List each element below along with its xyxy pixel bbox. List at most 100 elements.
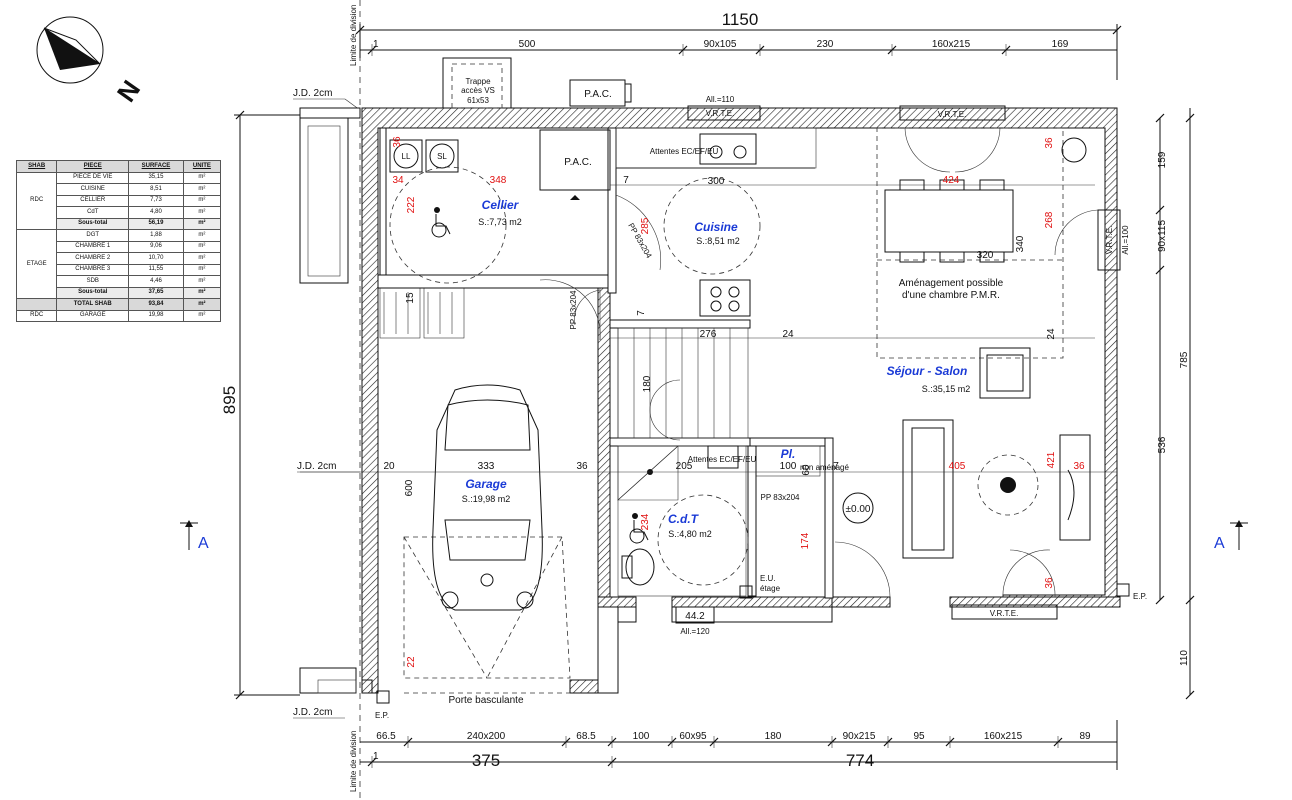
- jd-label-bottom: J.D. 2cm: [293, 707, 332, 718]
- garage-room: Garage S.:19,98 m2 Porte basculante E.P.…: [375, 289, 601, 720]
- interior-dim-red: 424: [943, 175, 960, 186]
- interior-dim: 333: [478, 461, 495, 472]
- section-label-right: A: [1214, 535, 1225, 552]
- dimension-tick: [1185, 690, 1195, 700]
- trappe-access: Trappe accès VS 61x53: [442, 57, 512, 109]
- pac-indoor-label: P.A.C.: [564, 157, 592, 168]
- legend-level-etage: ETAGE: [15, 229, 58, 299]
- wheelchair-icon: [431, 207, 451, 238]
- cellier-room: LL SL Cellier S.:7,73 m2: [389, 139, 601, 341]
- dimension-tick: [403, 737, 413, 747]
- dimension-tick: [367, 45, 377, 55]
- legend-row-unit: m²: [182, 183, 222, 196]
- dimension-tick: [887, 45, 897, 55]
- dimension-tick: [367, 757, 377, 767]
- bottom-dim: 95: [913, 731, 925, 742]
- garage-name: Garage: [465, 477, 507, 491]
- amenagement-line2: d'une chambre P.M.R.: [902, 290, 1000, 301]
- legend-row-piece: CdT: [56, 206, 130, 219]
- interior-dim: 24: [782, 329, 794, 340]
- garage-area: S.:19,98 m2: [462, 494, 511, 504]
- dimension-tick: [561, 737, 571, 747]
- living-window-bottom-vrte: V.R.T.E.: [990, 609, 1019, 618]
- interior-dim: 15: [405, 292, 416, 304]
- porte-basculante-label: Porte basculante: [448, 695, 523, 706]
- legend-header-piece: PIECE: [56, 160, 130, 173]
- exterior-walls: [299, 107, 1121, 694]
- interior-dim-red: 36: [1073, 461, 1085, 472]
- total-height-dimension: 895: [220, 386, 239, 414]
- limite-division-top: Limite de division: [349, 5, 358, 66]
- bottom-dim: 774: [846, 751, 874, 770]
- dimension-tick: [709, 737, 719, 747]
- interior-dim: 7: [623, 175, 629, 186]
- top-dimensions: 1150 1 500 90x105 230 160x215 169: [355, 10, 1122, 80]
- jd-label-top: J.D. 2cm: [293, 88, 332, 99]
- dimension-tick: [1053, 737, 1063, 747]
- bottom-dim: 180: [765, 731, 782, 742]
- interior-dim: 60: [801, 464, 812, 476]
- bottom-dim: 66.5: [376, 731, 396, 742]
- legend-row-unit: m²: [182, 217, 222, 230]
- interior-dim-red: 22: [406, 656, 417, 668]
- legend-level-rdc: RDC: [15, 171, 58, 230]
- trappe-line1: Trappe: [465, 77, 491, 86]
- top-dim: 160x215: [932, 39, 971, 50]
- top-dim: 169: [1052, 39, 1069, 50]
- sejour-room: Aménagement possible d'une chambre P.M.R…: [834, 127, 1147, 601]
- top-dim: 90x105: [704, 39, 737, 50]
- dimension-tick: [1155, 595, 1165, 605]
- cdt-window-width: 44.2: [685, 611, 705, 622]
- cuisine-area: S.:8,51 m2: [696, 236, 740, 246]
- interior-dim: 320: [977, 250, 994, 261]
- living-window-top-vrte: V.R.T.E.: [938, 110, 967, 119]
- car-icon: [432, 384, 543, 611]
- legend-row-piece: DGT: [56, 229, 130, 242]
- garage-door-size: PP 83x204: [569, 290, 578, 330]
- left-dimensions: 895 J.D. 2cm J.D. 2cm J.D. 2cm: [220, 88, 361, 719]
- legend-row-surface: 1,88: [128, 229, 184, 242]
- legend-row-unit: m²: [182, 194, 222, 207]
- cellier-area: S.:7,73 m2: [478, 217, 522, 227]
- dimension-tick: [945, 737, 955, 747]
- interior-dim-red: 36: [1044, 137, 1055, 149]
- cellier-name: Cellier: [482, 198, 520, 212]
- living-window-right: V.R.T.E. All.=100: [1097, 209, 1130, 271]
- right-total-dim: 785: [1179, 351, 1190, 368]
- dimension-tick: [1001, 45, 1011, 55]
- right-window-vrte: V.R.T.E.: [1105, 226, 1114, 255]
- legend-subtotal-label: Sous-total: [56, 286, 130, 299]
- interior-dimensions-red: 36 34 348 222 285 424 268 405 421 36 36 …: [392, 136, 1085, 668]
- legend-row-piece: GARAGE: [56, 309, 130, 322]
- bottom-dim: 60x95: [679, 731, 707, 742]
- legend-header-unite: UNITE: [182, 160, 222, 173]
- ep-label-right: E.P.: [1133, 592, 1147, 601]
- dimension-tick: [883, 737, 893, 747]
- interior-dim: 24: [1046, 328, 1057, 340]
- placard-door-size: PP 83x204: [761, 493, 801, 502]
- total-width-dimension: 1150: [722, 10, 759, 29]
- cdt-window-sill: All.=120: [680, 627, 710, 636]
- interior-dim: 205: [676, 461, 693, 472]
- dimension-tick: [1155, 113, 1165, 123]
- dimension-tick: [827, 737, 837, 747]
- interior-partitions: [377, 127, 834, 599]
- dimension-tick: [1155, 265, 1165, 275]
- legend-row-surface: 4,80: [128, 206, 184, 219]
- interior-dim-red: 421: [1046, 451, 1057, 468]
- wheelchair-icon: [629, 513, 649, 544]
- bottom-dimensions: 66.5 240x200 68.5 100 60x95 180 90x215 9…: [360, 720, 1118, 770]
- kitchen-window-vrte: V.R.T.E.: [706, 109, 735, 118]
- dimension-tick: [678, 45, 688, 55]
- interior-dim-red: 36: [1044, 577, 1055, 589]
- washing-machine-label: LL: [402, 152, 411, 161]
- legend-subtotal-label: Sous-total: [56, 217, 130, 230]
- pac-indoor-unit: P.A.C.: [539, 129, 611, 200]
- interior-dim-red: 234: [640, 513, 651, 530]
- pac-outdoor-label: P.A.C.: [584, 89, 612, 100]
- cdt-room: Attentes EC/EF/EU C.d.T S.:4,80 m2 E.U. …: [617, 445, 781, 599]
- pac-outdoor-unit: P.A.C.: [569, 79, 632, 107]
- section-label-left: A: [198, 535, 209, 552]
